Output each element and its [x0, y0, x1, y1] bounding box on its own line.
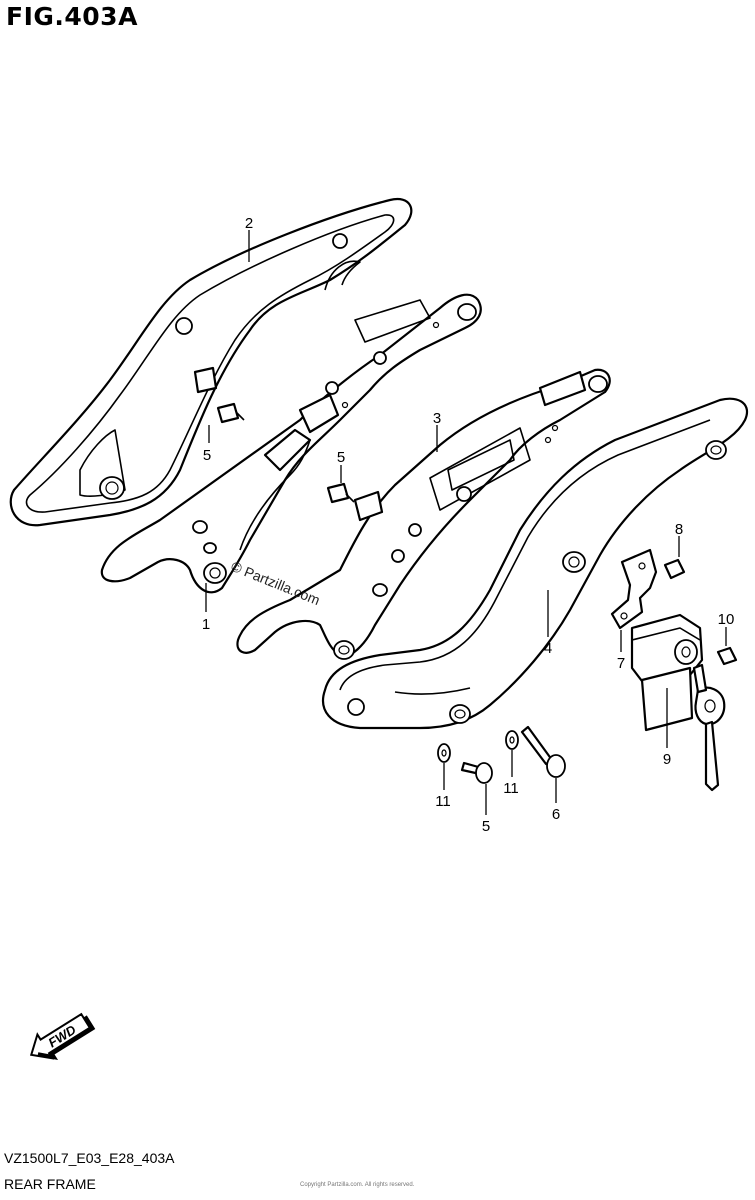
bolt-5-bottom-icon [460, 761, 493, 784]
callout-5-upper: 5 [203, 447, 211, 464]
callout-5-bottom: 5 [482, 818, 490, 835]
bolt-10-icon [716, 646, 738, 666]
callout-2: 2 [245, 215, 253, 232]
part-3-bracket [236, 368, 611, 660]
part-1-bracket [100, 293, 482, 594]
part-7-bracket [610, 548, 658, 630]
callout-9: 9 [663, 751, 671, 768]
callout-10: 10 [718, 611, 735, 628]
callout-8: 8 [675, 521, 683, 538]
washer-11-right-icon [505, 730, 519, 750]
leader-lines [205, 230, 727, 815]
callout-7: 7 [617, 655, 625, 672]
callout-11-right: 11 [503, 780, 519, 797]
washer-11-left-icon [437, 743, 451, 763]
watermark-text: © Partzilla.com [229, 558, 322, 608]
fwd-arrow-icon: FWD [29, 1012, 96, 1060]
model-code: VZ1500L7_E03_E28_403A [4, 1150, 175, 1166]
fasteners [216, 402, 738, 784]
bolt-8-icon [663, 558, 686, 580]
bolt-5-middle-icon [326, 482, 355, 504]
part-4-frame-cover [322, 397, 748, 730]
part-2-frame-cover [9, 197, 413, 527]
watermark: © Partzilla.com [229, 558, 322, 608]
callout-1: 1 [202, 616, 210, 633]
footer-fine-print: Copyright Partzilla.com. All rights rese… [300, 1182, 415, 1188]
callout-labels: 2 3 5 5 1 8 10 4 7 9 11 11 5 6 [202, 215, 735, 835]
bolt-5-upper-left-icon [216, 402, 245, 424]
callout-4: 4 [544, 640, 552, 657]
callout-6: 6 [552, 806, 560, 823]
figure-title: FIG.403A [6, 2, 138, 31]
callout-5-middle: 5 [337, 449, 345, 466]
part-9-lock [630, 613, 726, 792]
callout-3: 3 [433, 410, 441, 427]
bolt-6-icon [520, 725, 566, 778]
callout-11-left: 11 [435, 793, 451, 810]
figure-name: REAR FRAME [4, 1176, 96, 1192]
